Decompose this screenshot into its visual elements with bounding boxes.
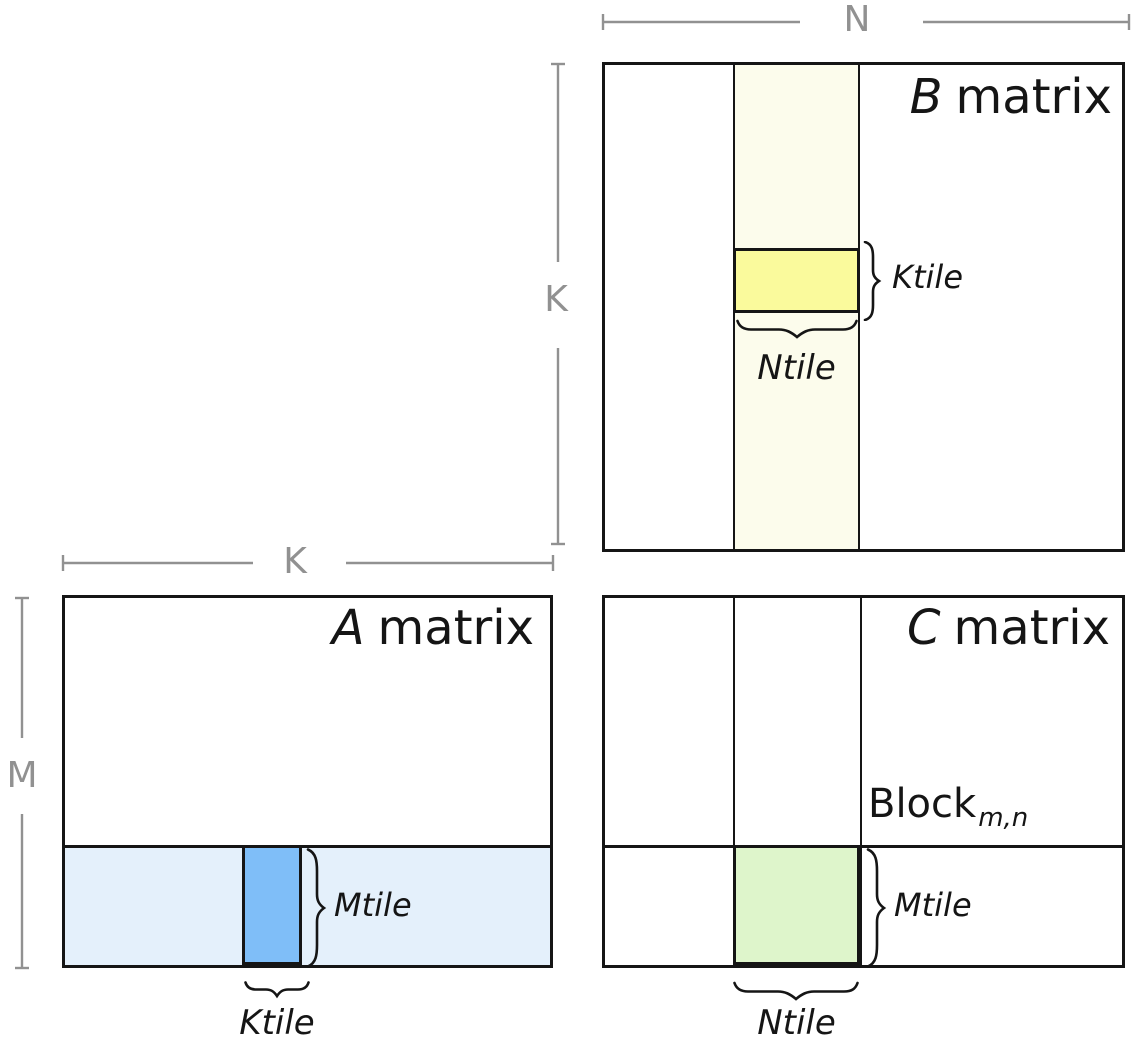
b-ktile-brace (863, 241, 882, 321)
n-dimension-label: N (843, 0, 871, 40)
m-dimension-label: M (6, 755, 38, 796)
c-column-line-left (733, 598, 735, 965)
c-mtile-brace (866, 848, 887, 968)
b-ntile-label: Ntile (757, 348, 836, 388)
c-column-line-right (860, 598, 862, 965)
c-block-tile (733, 845, 860, 965)
m-dimension-line (15, 596, 29, 970)
a-matrix-letter: A (331, 600, 365, 656)
b-matrix-letter: B (909, 69, 943, 125)
a-ktile-label: Ktile (239, 1003, 315, 1043)
a-ktile-underbrace (244, 981, 310, 999)
k-dimension-label-a: K (283, 541, 307, 582)
b-ktile-block (733, 248, 860, 313)
a-row-strip (65, 845, 550, 965)
c-matrix-word: matrix (953, 600, 1110, 656)
c-row-line (605, 845, 1122, 848)
c-matrix-letter: C (907, 600, 941, 656)
k-dimension-label-b: K (544, 279, 568, 320)
a-mtile-label: Mtile (334, 886, 412, 924)
b-matrix-word: matrix (955, 69, 1112, 125)
k-dimension-line-a (61, 555, 555, 571)
c-block-subscript: m,n (978, 803, 1029, 833)
a-ktile-block (242, 845, 302, 965)
b-ntile-underbrace (736, 319, 858, 339)
k-dimension-line-b (551, 62, 565, 546)
a-mtile-brace (306, 848, 327, 968)
b-ktile-label: Ktile (892, 258, 963, 296)
c-block-label: Blockm,n (868, 781, 1029, 833)
c-mtile-label: Mtile (894, 886, 972, 924)
n-dimension-line (601, 14, 1131, 30)
c-block-word: Block (868, 781, 977, 827)
c-ntile-label: Ntile (757, 1003, 836, 1043)
c-ntile-underbrace (733, 981, 859, 1001)
a-matrix-word: matrix (377, 600, 534, 656)
